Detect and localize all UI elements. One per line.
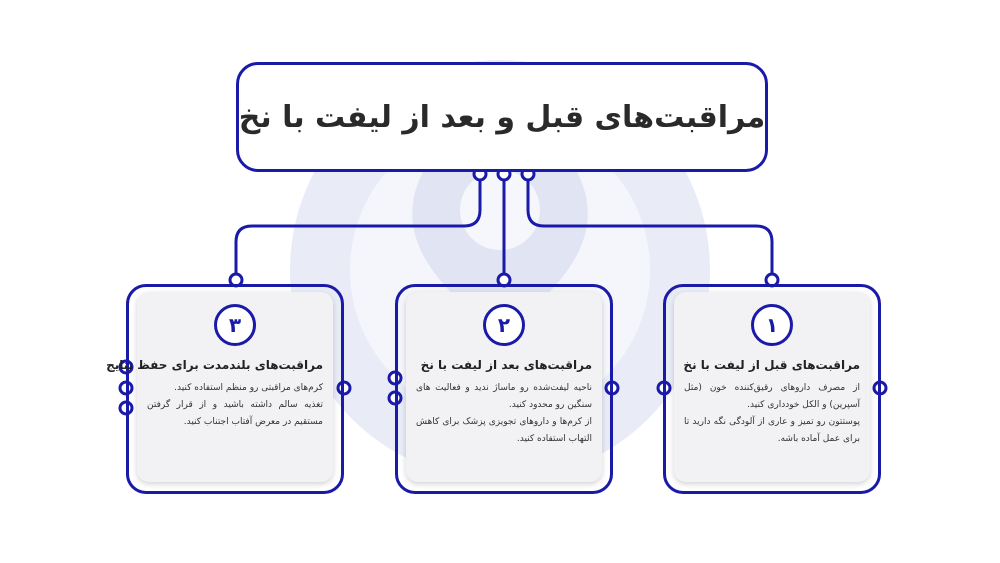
card-heading: مراقبت‌های بلندمدت برای حفظ نتایج xyxy=(106,358,323,372)
card-body: کرم‌های مراقبتی رو منظم استفاده کنید. تغ… xyxy=(147,380,323,431)
card-frame-2 xyxy=(395,284,613,494)
card-long-term-care: ۳ مراقبت‌های بلندمدت برای حفظ نتایج کرم‌… xyxy=(106,292,333,482)
card-line: ناحیه لیفت‌شده رو ماساژ ندید و فعالیت ها… xyxy=(416,383,592,410)
card-number: ۱ xyxy=(751,304,793,346)
card-body: از مصرف داروهای رقیق‌کننده خون (مثل آسپر… xyxy=(684,380,860,448)
title-box: مراقبت‌های قبل و بعد از لیفت با نخ xyxy=(236,62,768,172)
card-heading: مراقبت‌های قبل از لیفت با نخ xyxy=(683,358,860,372)
card-body: ناحیه لیفت‌شده رو ماساژ ندید و فعالیت ها… xyxy=(416,380,592,448)
card-number: ۲ xyxy=(483,304,525,346)
card-number: ۳ xyxy=(214,304,256,346)
card-line: از مصرف داروهای رقیق‌کننده خون (مثل آسپر… xyxy=(684,383,860,410)
card-frame-1 xyxy=(663,284,881,494)
card-line: از کرم‌ها و داروهای تجویزی پزشک برای کاه… xyxy=(416,417,592,444)
card-line: پوستتون رو تمیز و عاری از آلودگی نگه دار… xyxy=(684,417,860,444)
card-line: کرم‌های مراقبتی رو منظم استفاده کنید. xyxy=(174,383,323,393)
card-line: تغذیه سالم داشته باشید و از قرار گرفتن م… xyxy=(147,400,323,427)
card-frame-3 xyxy=(126,284,344,494)
diagram-title: مراقبت‌های قبل و بعد از لیفت با نخ xyxy=(238,99,766,135)
card-heading: مراقبت‌های بعد از لیفت با نخ xyxy=(420,358,592,372)
card-before-lift: ۱ مراقبت‌های قبل از لیفت با نخ از مصرف د… xyxy=(674,292,870,482)
card-after-lift: ۲ مراقبت‌های بعد از لیفت با نخ ناحیه لیف… xyxy=(406,292,602,482)
